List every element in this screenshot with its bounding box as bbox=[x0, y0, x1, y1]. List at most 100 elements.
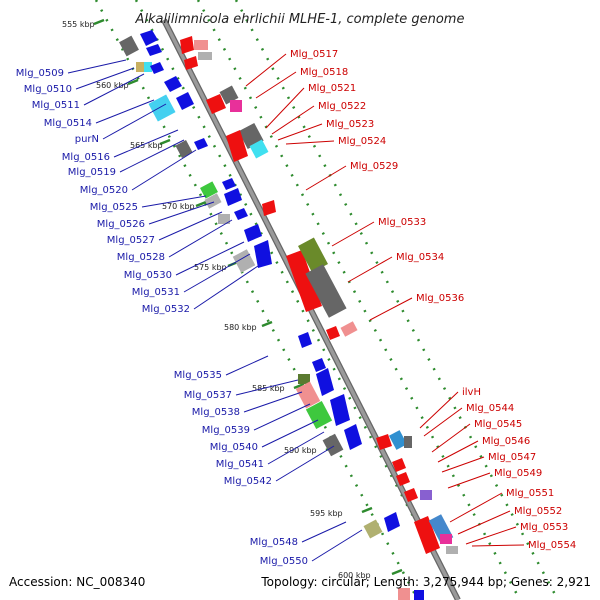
gene-label-right[interactable]: Mlg_0534 bbox=[396, 252, 444, 263]
gene-arrow[interactable] bbox=[254, 240, 272, 268]
gene-arrow[interactable] bbox=[224, 188, 242, 206]
gene-block[interactable] bbox=[232, 249, 256, 273]
gene-arrow[interactable] bbox=[384, 512, 400, 532]
gene-arrow[interactable] bbox=[206, 94, 226, 114]
gene-block[interactable] bbox=[363, 519, 383, 539]
gene-arrow[interactable] bbox=[244, 224, 262, 242]
gene-label-left[interactable]: Mlg_0511 bbox=[32, 100, 80, 111]
gene-block[interactable] bbox=[305, 401, 333, 429]
gene-arrow[interactable] bbox=[286, 250, 322, 312]
gene-arrow[interactable] bbox=[396, 472, 410, 486]
gene-label-left[interactable]: Mlg_0520 bbox=[80, 185, 128, 196]
gene-arrow[interactable] bbox=[146, 44, 162, 56]
gene-label-left[interactable]: Mlg_0535 bbox=[174, 370, 222, 381]
gene-label-right[interactable]: Mlg_0533 bbox=[378, 217, 426, 228]
gene-label-right[interactable]: Mlg_0554 bbox=[528, 540, 576, 551]
gene-label-left[interactable]: purN bbox=[75, 134, 99, 145]
gene-arrow[interactable] bbox=[222, 178, 236, 190]
gene-label-right[interactable]: Mlg_0524 bbox=[338, 136, 386, 147]
gene-block[interactable] bbox=[148, 94, 176, 122]
gene-arrow[interactable] bbox=[150, 62, 164, 74]
gene-label-right[interactable]: Mlg_0529 bbox=[350, 161, 398, 172]
gene-label-left[interactable]: Mlg_0532 bbox=[142, 304, 190, 315]
gene-label-left[interactable]: Mlg_0550 bbox=[260, 556, 308, 567]
gene-block[interactable] bbox=[249, 139, 269, 159]
gene-label-left[interactable]: Mlg_0548 bbox=[250, 537, 298, 548]
gene-label-right[interactable]: Mlg_0547 bbox=[488, 452, 536, 463]
gene-arrow[interactable] bbox=[298, 332, 312, 348]
gene-label-right[interactable]: Mlg_0552 bbox=[514, 506, 562, 517]
gene-label-right[interactable]: Mlg_0546 bbox=[482, 436, 530, 447]
gene-block[interactable] bbox=[194, 40, 208, 50]
gene-block[interactable] bbox=[119, 35, 139, 57]
gene-label-right[interactable]: Mlg_0536 bbox=[416, 293, 464, 304]
gene-block[interactable] bbox=[298, 374, 310, 384]
gene-arrow[interactable] bbox=[164, 76, 182, 92]
gene-block[interactable] bbox=[219, 85, 239, 105]
gene-block[interactable] bbox=[414, 590, 424, 600]
gene-label-right[interactable]: Mlg_0521 bbox=[308, 83, 356, 94]
gene-label-left[interactable]: Mlg_0531 bbox=[132, 287, 180, 298]
gene-label-left[interactable]: Mlg_0527 bbox=[107, 235, 155, 246]
gene-label-left[interactable]: Mlg_0539 bbox=[202, 425, 250, 436]
gene-label-left[interactable]: Mlg_0540 bbox=[210, 442, 258, 453]
gene-block[interactable] bbox=[295, 381, 321, 409]
gene-block[interactable] bbox=[230, 100, 242, 112]
gene-label-right[interactable]: Mlg_0551 bbox=[506, 488, 554, 499]
gene-label-left[interactable]: Mlg_0541 bbox=[216, 459, 264, 470]
gene-label-left[interactable]: Mlg_0525 bbox=[90, 202, 138, 213]
gene-arrow[interactable] bbox=[330, 394, 350, 426]
gene-block[interactable] bbox=[218, 214, 230, 224]
gene-block[interactable] bbox=[136, 62, 144, 72]
gene-label-left[interactable]: Mlg_0509 bbox=[16, 68, 64, 79]
gene-block[interactable] bbox=[420, 490, 432, 500]
gene-arrow[interactable] bbox=[404, 488, 418, 502]
gene-block[interactable] bbox=[144, 62, 152, 72]
gene-label-left[interactable]: Mlg_0538 bbox=[192, 407, 240, 418]
gene-arrow[interactable] bbox=[226, 130, 248, 162]
gene-arrow[interactable] bbox=[194, 138, 208, 150]
gene-label-left[interactable]: Mlg_0526 bbox=[97, 219, 145, 230]
gene-arrow[interactable] bbox=[176, 92, 194, 110]
gene-block[interactable] bbox=[200, 181, 218, 199]
gene-arrow[interactable] bbox=[234, 208, 248, 220]
gene-label-right[interactable]: Mlg_0553 bbox=[520, 522, 568, 533]
gene-arrow[interactable] bbox=[180, 36, 194, 54]
gene-arrow[interactable] bbox=[312, 358, 326, 372]
gene-label-left[interactable]: Mlg_0537 bbox=[184, 390, 232, 401]
gene-label-left[interactable]: Mlg_0510 bbox=[24, 84, 72, 95]
gene-block[interactable] bbox=[322, 433, 344, 457]
gene-label-right[interactable]: Mlg_0518 bbox=[300, 67, 348, 78]
gene-label-left[interactable]: Mlg_0542 bbox=[224, 476, 272, 487]
gene-block[interactable] bbox=[440, 534, 452, 544]
gene-block[interactable] bbox=[404, 436, 412, 448]
gene-block[interactable] bbox=[398, 588, 410, 600]
gene-label-right[interactable]: Mlg_0544 bbox=[466, 403, 514, 414]
gene-arrow[interactable] bbox=[392, 458, 406, 472]
gene-arrow[interactable] bbox=[326, 326, 340, 340]
gene-arrow[interactable] bbox=[140, 30, 158, 46]
gene-label-left[interactable]: Mlg_0519 bbox=[68, 167, 116, 178]
gene-arrow[interactable] bbox=[262, 200, 276, 216]
gene-label-right[interactable]: Mlg_0523 bbox=[326, 119, 374, 130]
gene-label-right[interactable]: Mlg_0522 bbox=[318, 101, 366, 112]
gene-block[interactable] bbox=[298, 237, 328, 273]
gene-block[interactable] bbox=[305, 264, 347, 318]
gene-label-left[interactable]: Mlg_0516 bbox=[62, 152, 110, 163]
gene-arrow[interactable] bbox=[414, 516, 440, 554]
gene-block[interactable] bbox=[340, 321, 358, 337]
gene-arrow[interactable] bbox=[344, 424, 362, 450]
gene-block[interactable] bbox=[446, 546, 458, 554]
gene-arrow[interactable] bbox=[316, 368, 334, 396]
gene-label-left[interactable]: Mlg_0514 bbox=[44, 118, 92, 129]
gene-block[interactable] bbox=[388, 430, 408, 450]
gene-arrow[interactable] bbox=[184, 56, 198, 70]
gene-label-right[interactable]: ilvH bbox=[462, 387, 481, 398]
gene-arrow[interactable] bbox=[376, 434, 392, 450]
gene-block[interactable] bbox=[175, 140, 193, 158]
gene-label-left[interactable]: Mlg_0528 bbox=[117, 252, 165, 263]
gene-label-right[interactable]: Mlg_0517 bbox=[290, 49, 338, 60]
gene-label-right[interactable]: Mlg_0549 bbox=[494, 468, 542, 479]
gene-block[interactable] bbox=[204, 193, 222, 209]
gene-label-left[interactable]: Mlg_0530 bbox=[124, 270, 172, 281]
